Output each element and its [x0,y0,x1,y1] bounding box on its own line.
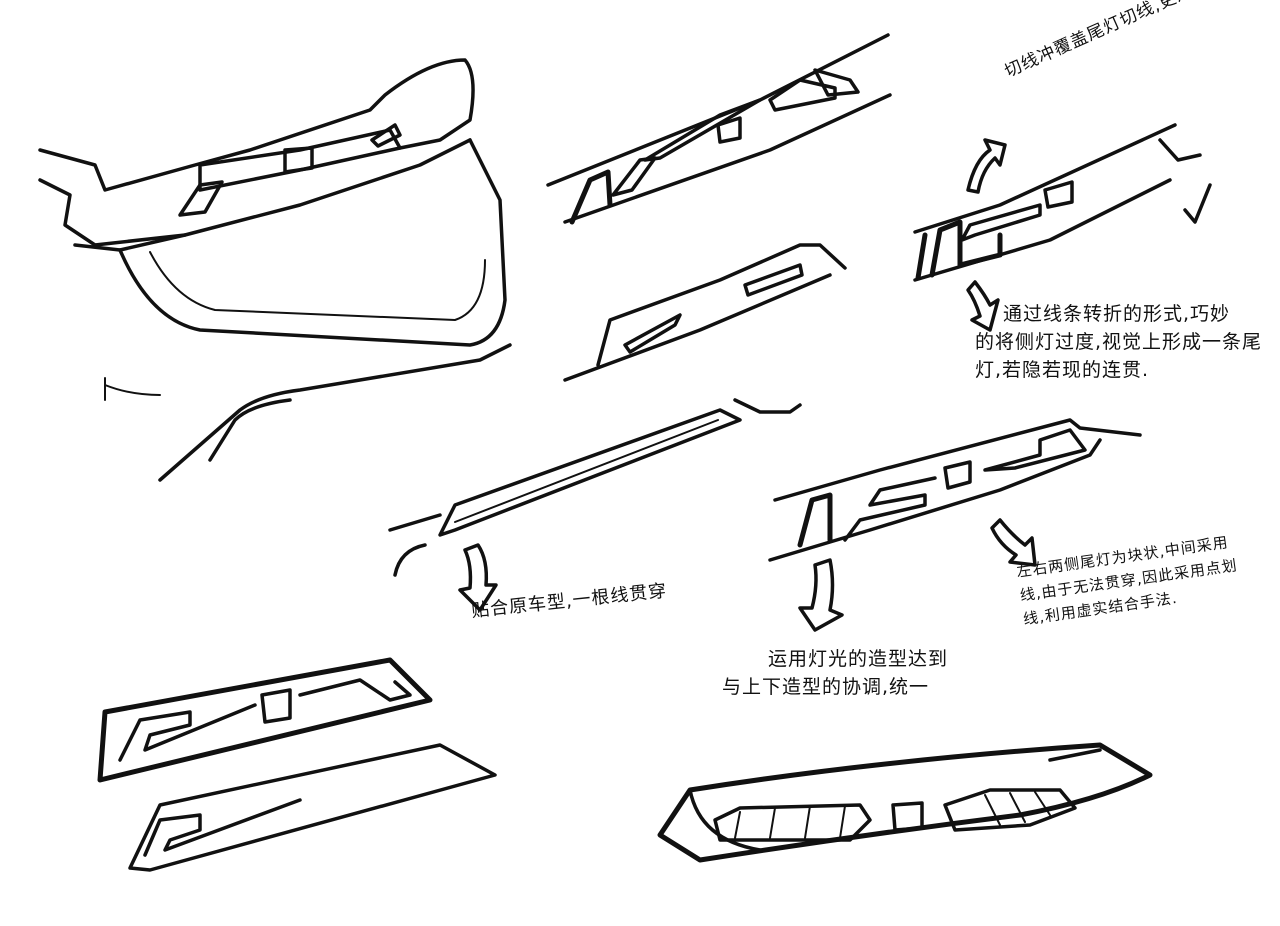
tail-bar-sketch-3 [563,243,847,382]
tail-bar-sketch-4 [388,398,802,577]
middle-right-note: 通过线条转折的形式,巧妙 的将侧灯过度,视觉上形成一条尾 灯,若隐若现的连贯. [975,300,1262,384]
checkmark-icon [1183,183,1212,224]
hand-drawn-arrow-icon [966,138,1007,194]
center-bottom-note: 运用灯光的造型达到 与上下造型的协调,统一 [722,645,948,701]
middle-right-note-line-2: 的将侧灯过度,视觉上形成一条尾 [975,331,1263,353]
center-bottom-note-line-2: 与上下造型的协调,统一 [722,676,930,698]
flat-light-sketch-1 [97,657,433,783]
middle-right-note-line-3: 灯,若隐若现的连贯. [975,359,1150,381]
flat-light-sketch-2 [128,743,497,872]
center-bottom-note-line-1: 运用灯光的造型达到 [768,648,949,670]
hand-drawn-arrow-icon [990,518,1037,567]
curved-light-sketch [657,742,1153,863]
tail-bar-sketch-5 [768,418,1142,562]
tail-bar-sketch-1 [546,33,892,225]
hand-drawn-arrow-icon [458,543,498,612]
tail-bar-sketch-2 [913,123,1202,282]
car-rear-sketch [38,58,512,482]
hand-drawn-arrow-icon [966,280,1000,332]
middle-right-note-line-1: 通过线条转折的形式,巧妙 [1003,303,1231,325]
hand-drawn-arrow-icon [798,558,844,632]
